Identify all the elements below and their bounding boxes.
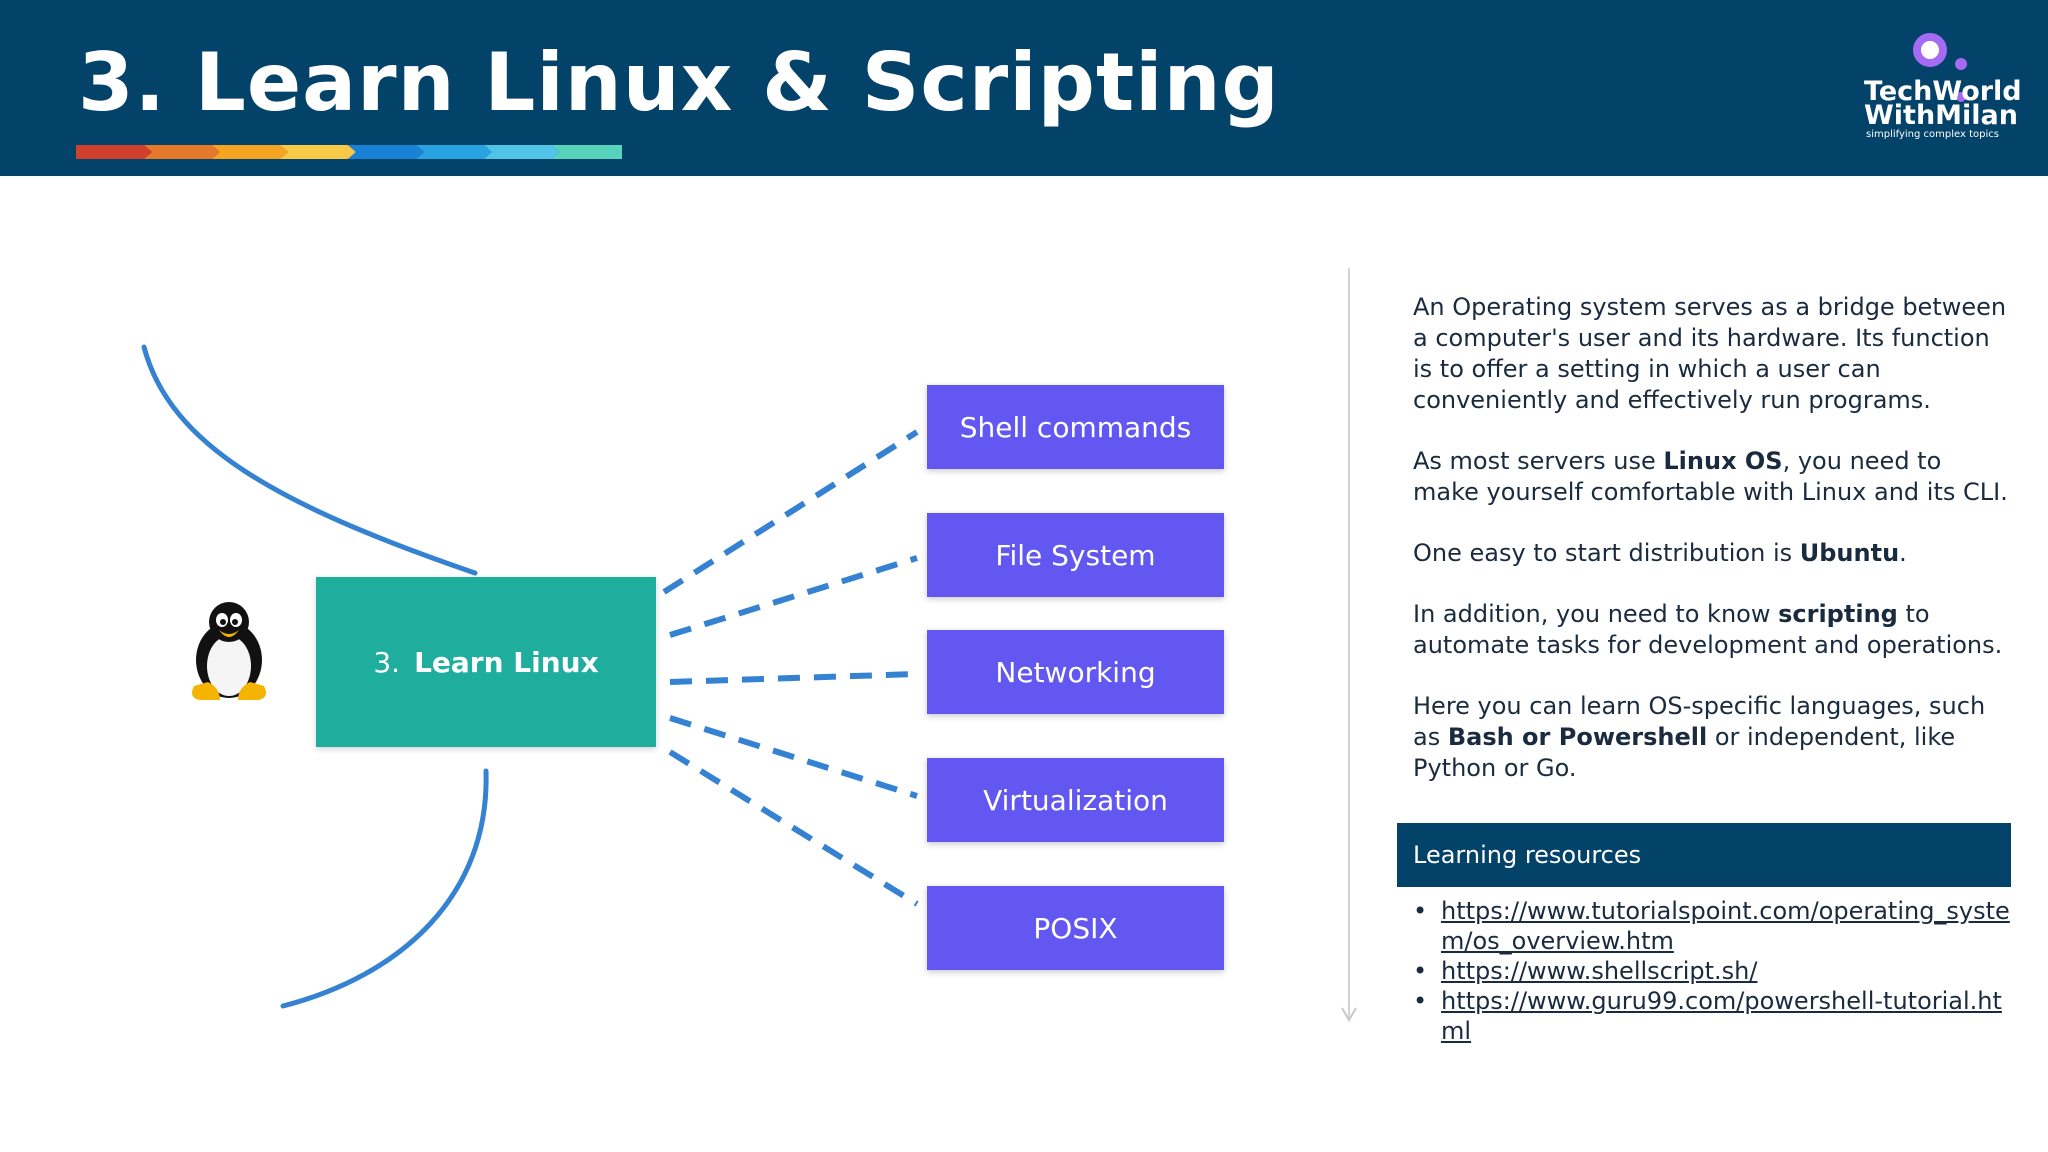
bullet-icon: • [1413,897,1428,925]
logo-text-line1: TechWorld [1864,76,2022,107]
learning-resources-header: Learning resources [1397,823,2011,887]
progress-segment [552,145,622,159]
dashed-connector [662,429,919,595]
highlight-scripting: scripting [1778,600,1898,628]
main-node-learn-linux: 3. Learn Linux [316,577,656,747]
vertical-divider [1348,268,1350,1020]
resource-link-tutorialspoint[interactable]: https://www.tutorialspoint.com/operating… [1441,897,2010,955]
bullet-icon: • [1413,957,1428,985]
logo-text-line2: WithMilan [1864,100,2018,131]
description-paragraph: As most servers use Linux OS, you need t… [1413,447,2008,506]
list-item: • https://www.shellscript.sh/ [1413,956,2013,986]
topic-virtualization: Virtualization [927,758,1224,842]
description-paragraph: In addition, you need to know scripting … [1413,600,2003,659]
logo-dot-icon [1956,92,1966,102]
progress-segment [76,145,152,159]
highlight-bash-powershell: Bash or Powershell [1447,723,1708,751]
slide-title: 3. Learn Linux & Scripting [78,36,1280,129]
list-item: • https://www.guru99.com/powershell-tutor… [1413,986,2013,1046]
logo-circle-icon [1913,33,1947,67]
progress-segment [144,145,220,159]
dashed-connector [668,749,919,907]
diagram-connectors [141,344,919,1009]
logo-tagline: simplifying complex topics [1866,129,1999,140]
progress-segment [484,145,560,159]
progress-segment [416,145,492,159]
brand-logo: TechWorld WithMilan simplifying complex … [1860,28,2022,148]
highlight-linux-os: Linux OS [1663,447,1783,475]
main-node-label: Learn Linux [414,645,599,679]
learning-resources-list: • https://www.tutorialspoint.com/operatin… [1413,896,2013,1046]
slide-header: 3. Learn Linux & Scripting TechWorld Wit… [0,0,2048,176]
bullet-icon: • [1413,987,1428,1015]
description-text: An Operating system serves as a bridge b… [1413,292,2013,814]
logo-dot-icon [1955,58,1967,70]
dashed-connector [669,671,918,685]
main-node-number: 3. [373,645,401,679]
resource-link-shellscript[interactable]: https://www.shellscript.sh/ [1441,957,1758,985]
topic-shell-commands: Shell commands [927,385,1224,469]
list-item: • https://www.tutorialspoint.com/operatin… [1413,896,2013,956]
description-paragraph: Here you can learn OS-specific languages… [1413,692,1986,782]
highlight-ubuntu: Ubuntu [1799,539,1900,567]
roadmap-curve-bottom [280,768,489,1009]
description-paragraph: An Operating system serves as a bridge b… [1413,293,2007,414]
roadmap-curve-top [141,344,478,576]
resource-link-guru99[interactable]: https://www.guru99.com/powershell-tutori… [1441,987,2002,1045]
topic-posix: POSIX [927,886,1224,970]
tux-penguin-icon [192,602,266,700]
progress-segment [280,145,356,159]
topic-file-system: File System [927,513,1224,597]
description-paragraph: One easy to start distribution is Ubuntu… [1413,539,1907,567]
progress-segment [348,145,424,159]
topic-networking: Networking [927,630,1224,714]
arrow-down-icon [1341,1007,1357,1022]
dashed-connector [669,715,918,799]
progress-segment [212,145,288,159]
dashed-connector [669,555,918,638]
progress-strip [76,145,622,159]
